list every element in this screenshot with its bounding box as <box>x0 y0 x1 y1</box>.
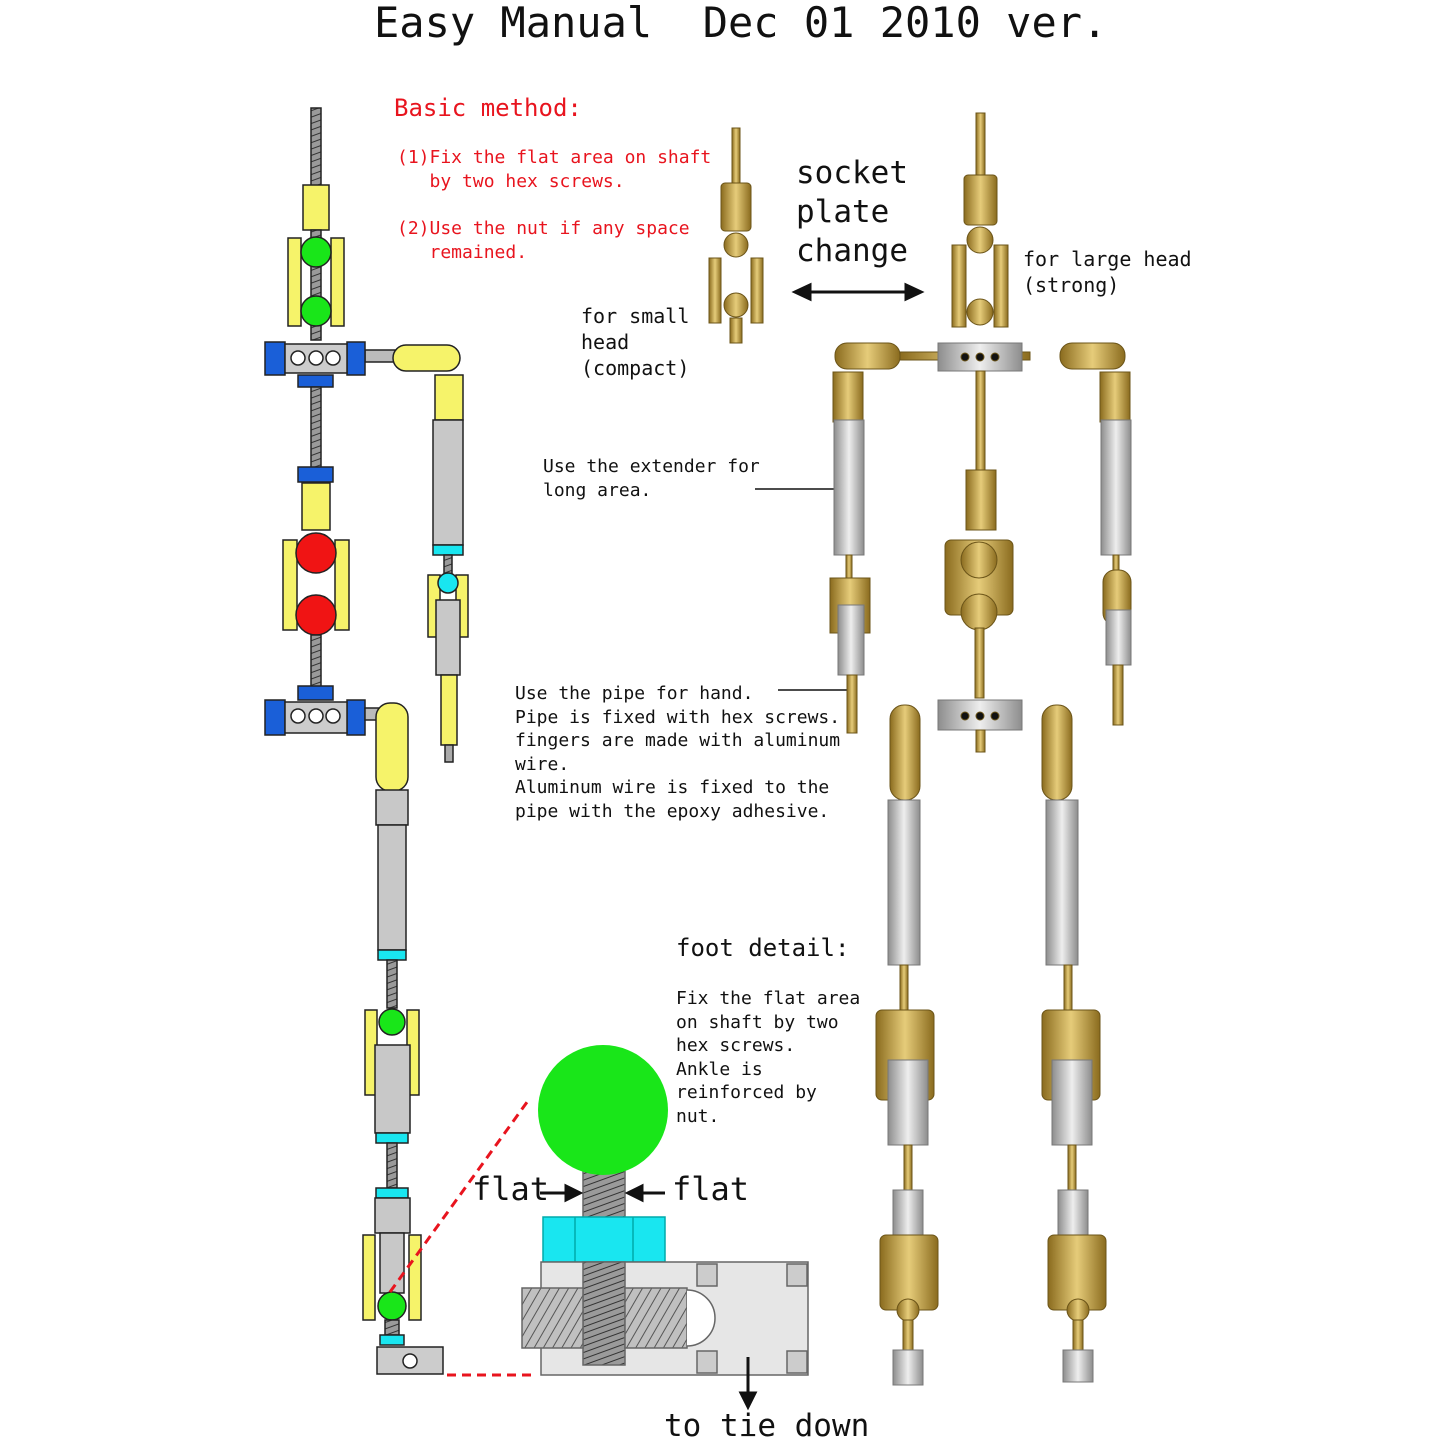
foot-detail-heading: foot detail: <box>676 934 850 962</box>
label-line: change <box>796 233 908 269</box>
label-line: (strong) <box>1023 273 1120 297</box>
small-head-armature <box>708 127 764 344</box>
basic-method-steps: (1)Fix the flat area on shaft by two hex… <box>397 146 711 265</box>
note-line: wire. <box>515 753 570 775</box>
step-line: remained. <box>397 242 528 263</box>
note-line: long area. <box>543 480 652 501</box>
head-shaft <box>310 107 322 189</box>
schematic-skeleton <box>264 107 469 1375</box>
pipe-note: Use the pipe for hand. Pipe is fixed wit… <box>515 682 840 823</box>
extender-note: Use the extender for long area. <box>543 455 760 503</box>
label-line: plate <box>796 194 890 230</box>
note-line: Pipe is fixed with hex screws. <box>515 706 841 728</box>
step-line: (2)Use the nut if any space <box>397 218 690 239</box>
foot-detail-drawing <box>521 1045 809 1376</box>
leg-extender <box>377 824 407 951</box>
shoulder-capsule <box>392 344 461 372</box>
green-ball <box>300 295 332 327</box>
tie-down-label: to tie down <box>664 1408 870 1444</box>
note-line: Use the pipe for hand. <box>515 683 754 704</box>
note-line: on shaft by two <box>676 1011 839 1033</box>
note-line: Ankle is <box>676 1058 763 1080</box>
step-line: (1)Fix the flat area on shaft <box>397 147 712 168</box>
note-line: hex screws. <box>676 1035 796 1056</box>
label-line: head <box>581 330 630 354</box>
step-line: by two hex screws. <box>397 171 625 192</box>
flat-label-right: flat <box>672 1170 750 1208</box>
socket-plate-change-label: socket plate change <box>796 154 908 271</box>
note-line: Use the extender for <box>543 456 760 477</box>
note-line: fingers are made with aluminum <box>515 730 841 751</box>
ankle-ball <box>538 1045 668 1175</box>
detail-callout-lines <box>388 1097 537 1377</box>
note-line: reinforced by <box>676 1082 817 1103</box>
label-line: for small <box>581 304 690 328</box>
label-line: for large head <box>1023 247 1192 271</box>
green-ball <box>300 236 332 268</box>
page-title: Easy Manual Dec 01 2010 ver. <box>374 0 1108 47</box>
hand-pipe <box>440 674 458 746</box>
note-line: nut. <box>676 1105 720 1127</box>
head-sleeve <box>302 184 330 231</box>
red-ball <box>295 594 337 636</box>
arm-extender <box>432 419 464 546</box>
flat-label-left: flat <box>472 1170 550 1208</box>
large-head-label: for large head (strong) <box>1023 246 1192 298</box>
large-armature <box>829 112 1132 1386</box>
note-line: Aluminum wire is fixed to the <box>515 777 830 798</box>
label-line: socket <box>796 155 908 191</box>
red-ball <box>295 532 337 574</box>
label-line: (compact) <box>581 356 690 380</box>
basic-method-heading: Basic method: <box>394 94 582 122</box>
note-line: pipe with the epoxy adhesive. <box>515 800 830 822</box>
foot-detail-note: Fix the flat area on shaft by two hex sc… <box>676 987 860 1128</box>
small-head-label: for small head (compact) <box>581 303 689 381</box>
note-line: Fix the flat area <box>676 988 861 1009</box>
